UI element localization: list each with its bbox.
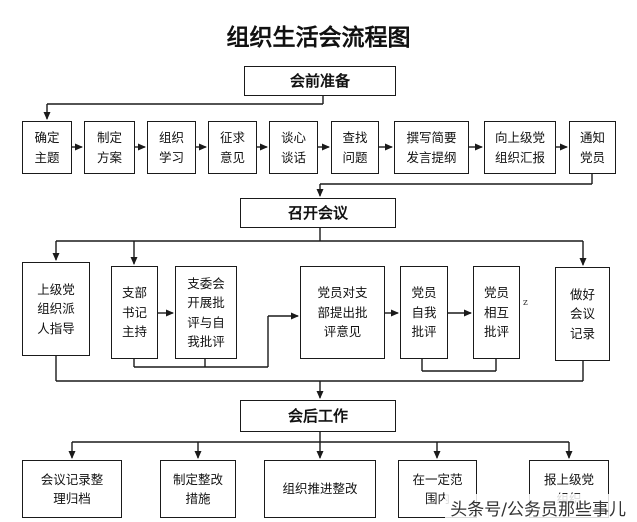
meeting-step-self-criticism: 党员 自我 批评 xyxy=(400,266,448,359)
watermark: 头条号/公务员那些事儿 xyxy=(445,494,631,521)
prep-step-heart-talks: 谈心 谈话 xyxy=(269,121,318,174)
diagram-title: 组织生活会流程图 xyxy=(226,25,411,51)
prep-step-solicit-opinions: 征求 意见 xyxy=(208,121,257,174)
meeting-step-secretary-presides: 支部 书记 主持 xyxy=(111,266,158,359)
meeting-step-record: 做好 会议 记录 xyxy=(555,267,610,361)
prep-step-write-outline: 撰写简要 发言提纲 xyxy=(394,121,469,174)
stage-after: 会后工作 xyxy=(240,400,396,432)
meeting-step-members-opinion: 党员对支 部提出批 评意见 xyxy=(300,266,385,359)
prep-step-make-plan: 制定 方案 xyxy=(84,121,135,174)
meeting-step-superior-guidance: 上级党 组织派 人指导 xyxy=(22,262,90,356)
after-step-promote-rectification: 组织推进整改 xyxy=(264,460,376,518)
after-step-rectification-measures: 制定整改 措施 xyxy=(160,460,236,518)
prep-step-determine-theme: 确定 主题 xyxy=(22,121,72,174)
prep-step-study: 组织 学习 xyxy=(147,121,196,174)
stage-prep: 会前准备 xyxy=(244,66,396,96)
after-step-archive-records: 会议记录整 理归档 xyxy=(22,460,122,518)
prep-step-report-superior: 向上级党 组织汇报 xyxy=(484,121,556,174)
meeting-step-mutual-criticism: 党员 相互 批评 xyxy=(473,266,520,359)
stage-meeting: 召开会议 xyxy=(240,198,396,228)
prep-step-find-problems: 查找 问题 xyxy=(331,121,379,174)
meeting-step-committee-criticism: 支委会 开展批 评与自 我批评 xyxy=(175,266,237,359)
prep-step-notify-members: 通知 党员 xyxy=(569,121,616,174)
stray-mark: z xyxy=(523,298,528,308)
